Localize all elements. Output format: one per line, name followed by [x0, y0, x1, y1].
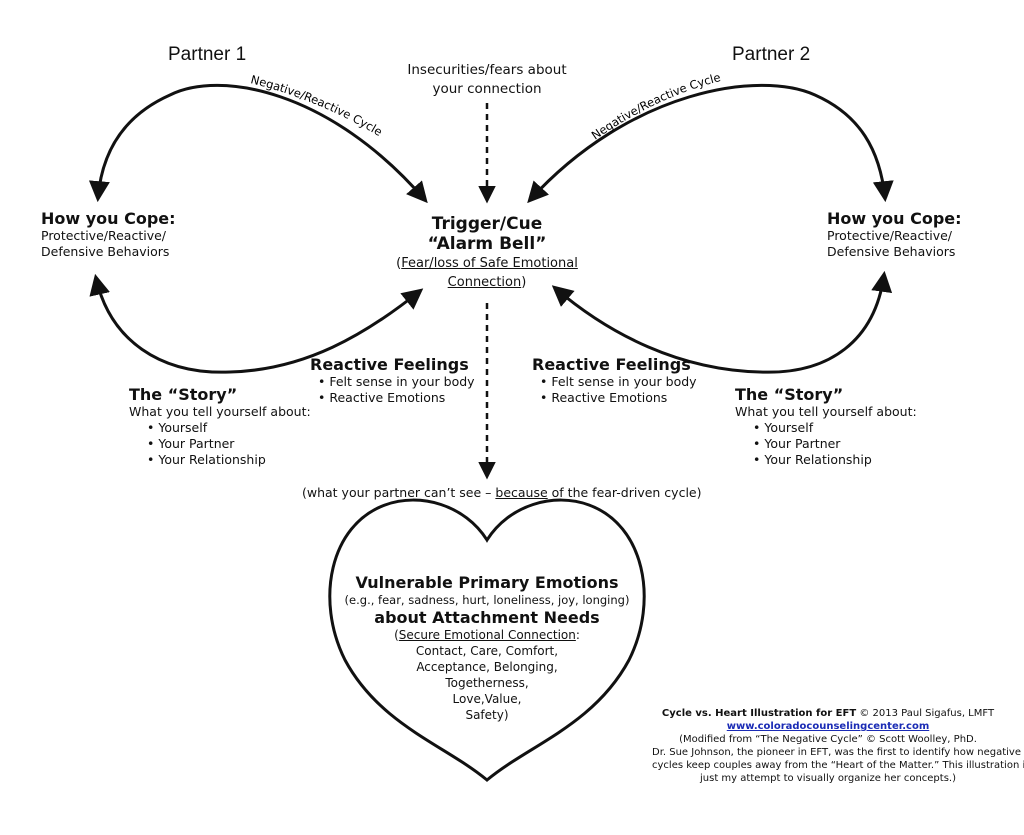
trigger-title: Trigger/Cue — [431, 214, 543, 234]
reactive-left: Reactive Feelings Felt sense in your bod… — [310, 355, 475, 406]
story-title-right: The “Story” — [735, 385, 844, 404]
website-link[interactable]: www.coloradocounselingcenter.com — [726, 721, 930, 732]
heart-shape — [328, 498, 646, 782]
cope-right: How you Cope: Protective/Reactive/ Defen… — [827, 209, 962, 259]
heart-needs: Contact, Care, Comfort, Acceptance, Belo… — [415, 644, 559, 722]
cope-title-left: How you Cope: — [41, 209, 176, 228]
cycle-arrow-right-bottom — [551, 270, 893, 374]
trigger-subtitle: “Alarm Bell” — [427, 234, 547, 254]
partner-2-label: Partner 2 — [732, 44, 811, 65]
reactive-title-right: Reactive Feelings — [532, 355, 691, 374]
insecurities-text: Insecurities/fears about your connection — [407, 62, 567, 97]
story-left: The “Story” What you tell yourself about… — [129, 385, 311, 468]
credits: Cycle vs. Heart Illustration for EFT © 2… — [652, 708, 1024, 784]
partner-1-label: Partner 1 — [168, 44, 247, 65]
cycle-arrow-right-top — [527, 83, 894, 204]
hidden-note: (what your partner can’t see – because o… — [302, 485, 702, 500]
story-title-left: The “Story” — [129, 385, 238, 404]
heart-secure: (Secure Emotional Connection: — [394, 628, 580, 642]
cycle-label-left: Negative/Reactive Cycle — [249, 72, 384, 139]
heart-content: Vulnerable Primary Emotions (e.g., fear,… — [327, 573, 647, 723]
cycle-label-right: Negative/Reactive Cycle — [589, 70, 722, 142]
story-right: The “Story” What you tell yourself about… — [735, 385, 917, 468]
reactive-right: Reactive Feelings Felt sense in your bod… — [532, 355, 697, 406]
cycle-arrow-left-bottom — [89, 273, 424, 374]
cope-title-right: How you Cope: — [827, 209, 962, 228]
trigger-note-line2: Connection) — [447, 275, 527, 290]
heart-title-1: Vulnerable Primary Emotions — [355, 573, 619, 592]
trigger-note-line1: (Fear/loss of Safe Emotional — [396, 256, 578, 271]
cycle-arrow-left-top — [88, 83, 428, 204]
reactive-title-left: Reactive Feelings — [310, 355, 469, 374]
heart-examples: (e.g., fear, sadness, hurt, loneliness, … — [344, 593, 630, 607]
heart-title-2: about Attachment Needs — [374, 608, 600, 627]
trigger-block: Trigger/Cue “Alarm Bell” (Fear/loss of S… — [387, 214, 587, 292]
cope-left: How you Cope: Protective/Reactive/ Defen… — [41, 209, 176, 259]
